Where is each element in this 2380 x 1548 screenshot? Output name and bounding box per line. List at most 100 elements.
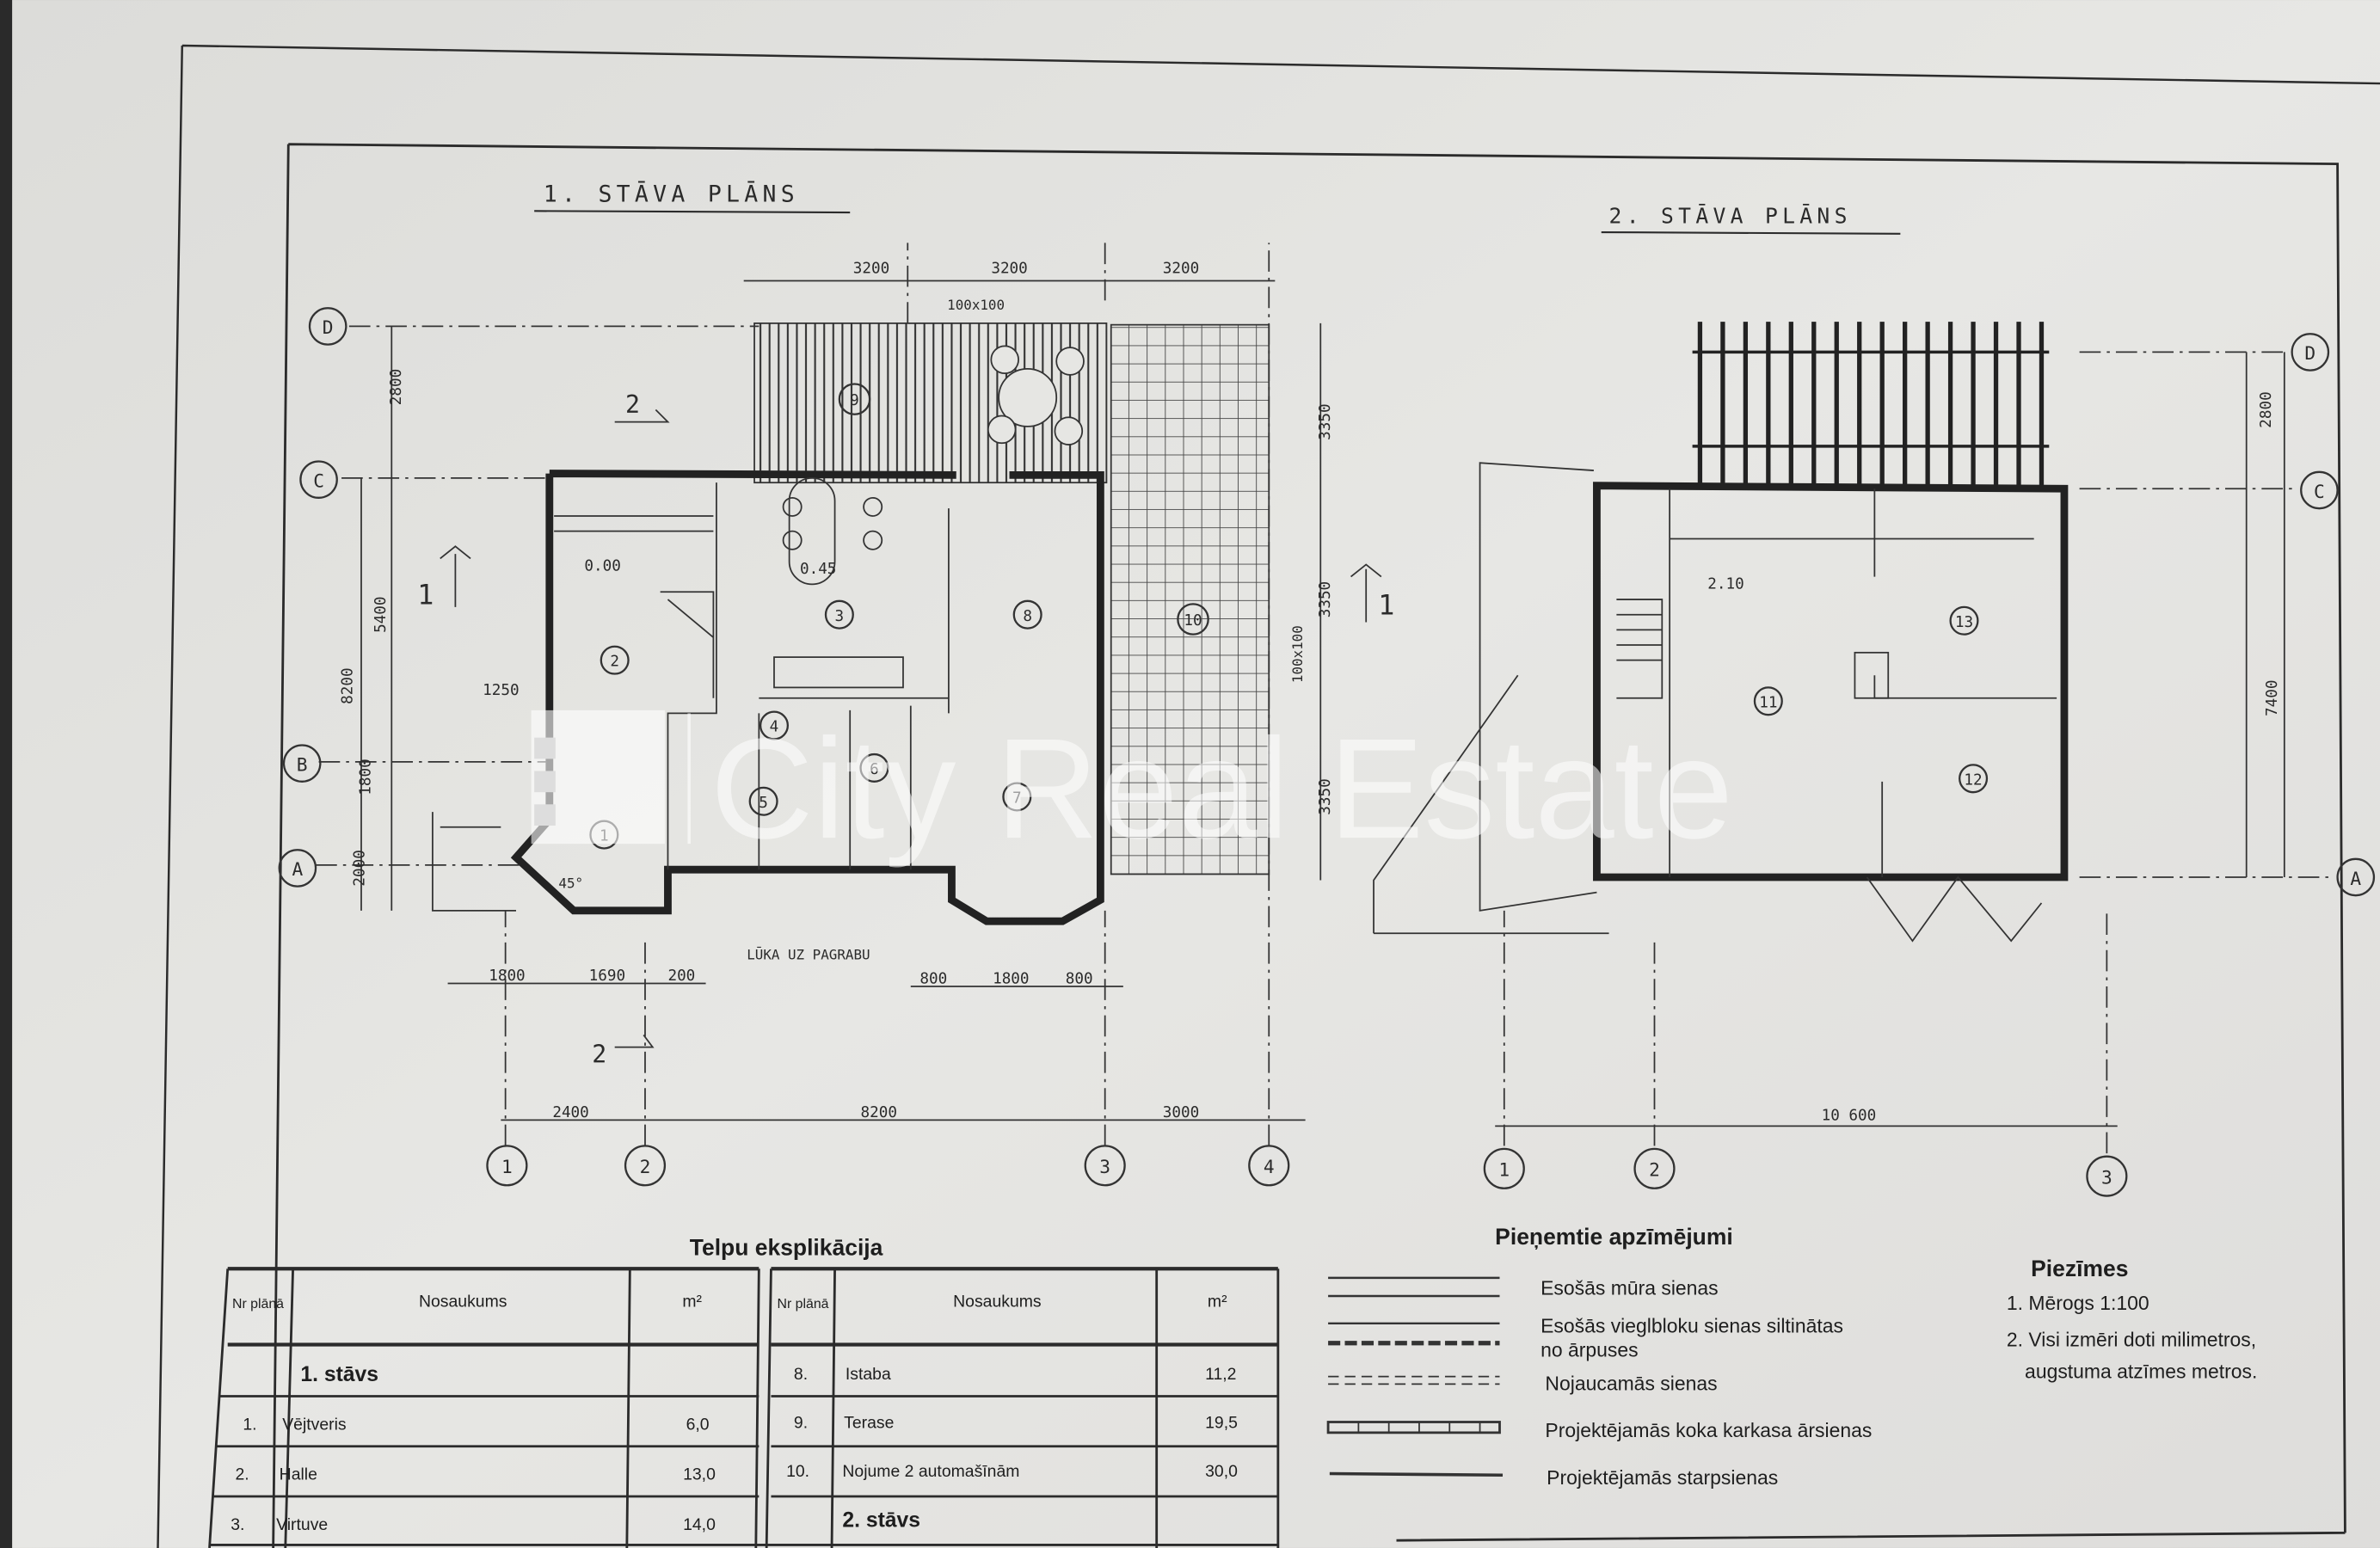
axis-markers-plan1: D C B A 1 2 3 4 [278, 307, 1290, 1187]
section-mark-2-bottom: 2 [592, 1040, 606, 1068]
note-item: 1. Mērogs 1:100 [2007, 1292, 2149, 1314]
room-3: 3 [835, 608, 845, 625]
dim-right-1: 3350 [1317, 403, 1334, 439]
table-chairs-icon [987, 345, 1085, 445]
table-row: 3. Virtuve 14,0 [231, 1515, 716, 1534]
dim-right-2: 3350 [1317, 581, 1334, 617]
row-name: Istaba [846, 1365, 891, 1384]
first-floor-plan: 1. STĀVA PLĀNS D C B A 1 2 3 4 [278, 181, 1334, 1187]
room-7: 7 [1012, 790, 1022, 808]
legend-existing-lightblock-symbol [1328, 1322, 1500, 1346]
legend-item: Projektējamās starpsienas [1547, 1466, 1778, 1489]
row-name: Virtuve [276, 1515, 328, 1534]
axis-A: A [292, 858, 304, 880]
room-4: 4 [770, 719, 779, 736]
dim-lower-1: 1800 [489, 968, 525, 985]
post-label-2: 100x100 [1289, 625, 1306, 683]
room-2: 2 [610, 654, 619, 671]
dim-right-3: 3350 [1317, 778, 1334, 814]
exterior-walls [510, 470, 1104, 925]
dim-left-5: 2000 [352, 850, 369, 886]
row-name: 2. stāvs [842, 1508, 920, 1532]
drawing-frame [272, 143, 2346, 1548]
row-area: 11,2 [1205, 1365, 1236, 1384]
dim-bottom-1: 2400 [552, 1104, 588, 1121]
dim-left-2: 5400 [372, 596, 390, 632]
legend-item: Nojaucamās sienas [1545, 1372, 1717, 1394]
room-12: 12 [1964, 771, 1982, 789]
axis-3: 3 [1099, 1156, 1110, 1177]
post-label: 100x100 [947, 297, 1005, 313]
row-nr: 10. [786, 1462, 809, 1481]
dim-bottom-2: 8200 [861, 1104, 897, 1121]
section-mark-1: 1 [417, 580, 434, 611]
row-nr: 2. [236, 1465, 249, 1484]
row-nr: 3. [231, 1515, 244, 1534]
axis2-1: 1 [1498, 1159, 1510, 1181]
header-nr-left: Nr plānā [232, 1297, 284, 1312]
dim2-bottom: 10 600 [1822, 1107, 1877, 1124]
watermark: City Real Estate [531, 710, 1733, 869]
plan2-title: 2. STĀVA PLĀNS [1609, 203, 1852, 228]
table-row: 1. stāvs [300, 1363, 378, 1386]
legend-partition-symbol [1329, 1471, 1504, 1477]
note-item: augstuma atzīmes metros. [2025, 1360, 2257, 1382]
row-name: Nojume 2 automašīnām [842, 1462, 1019, 1481]
table-row: 8. Istaba 11,2 [794, 1365, 1237, 1384]
room-numbers-plan2: 11 12 13 [1753, 605, 1989, 794]
section-mark-plan2: 1 [1378, 591, 1394, 622]
axis2-2: 2 [1649, 1159, 1660, 1181]
room-13: 13 [1955, 614, 1973, 631]
row-name: 1. stāvs [300, 1363, 378, 1386]
row-nr: 1. [243, 1415, 256, 1434]
note-item: 2. Visi izmēri doti milimetros, [2007, 1328, 2256, 1350]
row-name: Halle [280, 1465, 317, 1484]
dim-top-3: 3200 [1163, 261, 1199, 278]
dim-lower-4: 800 [919, 971, 947, 988]
room-numbers-plan1: 1 2 3 4 5 6 7 8 9 10 [589, 383, 1209, 850]
dim-top-2: 3200 [991, 261, 1027, 278]
dim-left-1: 2800 [388, 369, 405, 405]
basement-hatch-note: LŪKA UZ PAGRABU [747, 946, 870, 962]
dim-left-6: 1250 [483, 682, 519, 699]
table-row: 10. Nojume 2 automašīnām 30,0 [786, 1462, 1238, 1481]
header-name-left: Nosaukums [419, 1292, 507, 1311]
section-mark-2-top: 2 [625, 390, 640, 419]
row-area: 14,0 [683, 1515, 716, 1534]
dim-top-1: 3200 [853, 261, 889, 278]
row-area: 6,0 [686, 1415, 710, 1434]
axis2-3: 3 [2101, 1166, 2112, 1188]
legend: Pieņemtie apzīmējumi Esošās mūra sienas … [1326, 1224, 1872, 1489]
room-10: 10 [1184, 612, 1202, 630]
dim-bottom-3: 3000 [1163, 1104, 1199, 1121]
legend-item: no ārpuses [1541, 1339, 1638, 1361]
watermark-text: City Real Estate [710, 710, 1733, 869]
legend-item: Esošās vieglbloku sienas siltinātas [1541, 1314, 1843, 1336]
level-0: 0.00 [584, 558, 620, 575]
room-5: 5 [759, 795, 768, 812]
row-area: 19,5 [1205, 1414, 1238, 1433]
plan1-title: 1. STĀVA PLĀNS [544, 181, 799, 208]
axis2-A: A [2350, 868, 2361, 889]
table-row: 9. Terase 19,5 [794, 1414, 1238, 1433]
dim-lower-3: 200 [667, 968, 695, 985]
room-11: 11 [1759, 694, 1777, 711]
legend-item: Esošās mūra sienas [1541, 1276, 1719, 1299]
row-name: Vējtveris [282, 1415, 346, 1434]
room-9: 9 [850, 392, 859, 409]
room-6: 6 [870, 761, 879, 778]
table-row: 2. Halle 13,0 [236, 1465, 716, 1484]
header-nr-right: Nr plānā [778, 1297, 829, 1312]
dim-lower-6: 800 [1066, 971, 1093, 988]
row-area: 13,0 [683, 1465, 716, 1484]
dim-left-4: 1800 [358, 759, 375, 795]
dim-lower-2: 1690 [589, 968, 625, 985]
dim-left-3: 8200 [339, 667, 356, 703]
table-row: 2. stāvs [842, 1508, 920, 1532]
legend-timber-frame-symbol [1326, 1421, 1501, 1434]
level-045: 0.45 [800, 561, 836, 578]
axis-B: B [297, 753, 308, 775]
sheet-edge [157, 44, 2380, 1548]
level-210: 2.10 [1707, 576, 1743, 593]
